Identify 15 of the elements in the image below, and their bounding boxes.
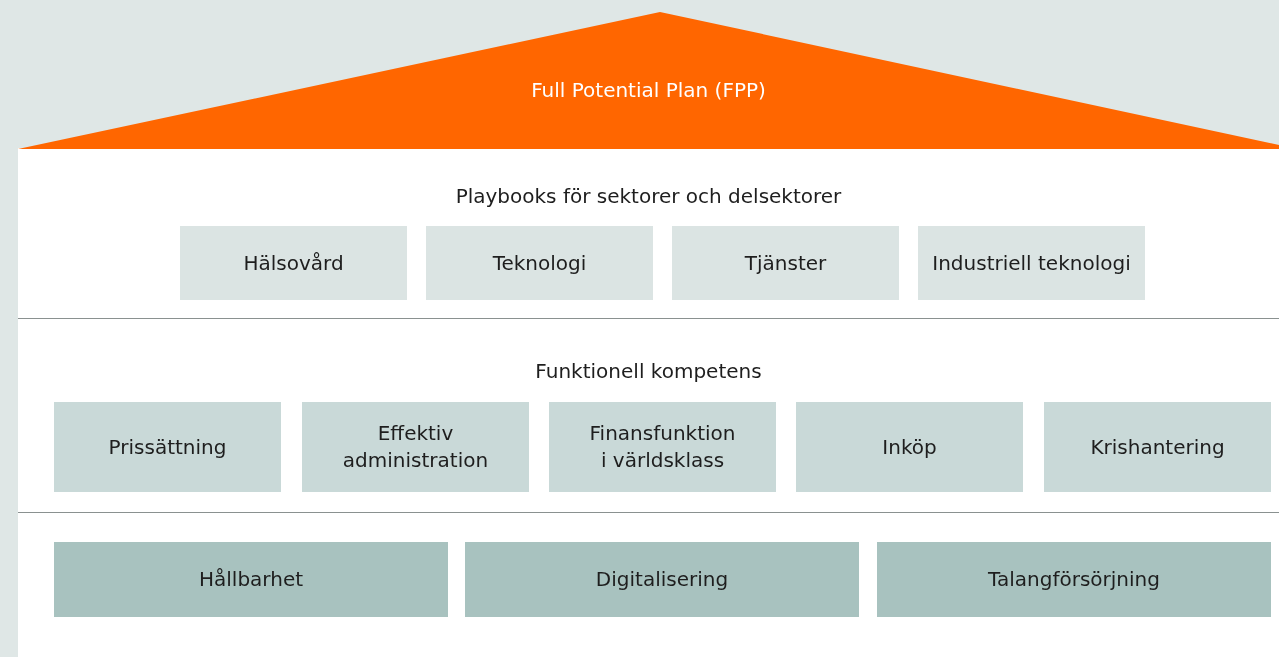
competence-box: Effektiv administration bbox=[302, 402, 529, 492]
competence-box: Krishantering bbox=[1044, 402, 1271, 492]
competence-box: Inköp bbox=[796, 402, 1023, 492]
foundation-box: Digitalisering bbox=[465, 542, 859, 617]
section-heading: Funktionell kompetens bbox=[534, 359, 763, 383]
section-heading: Playbooks för sektorer och delsektorer bbox=[454, 184, 843, 208]
sector-box: Hälsovård bbox=[180, 226, 407, 300]
sector-box: Teknologi bbox=[426, 226, 653, 300]
plan-title: Full Potential Plan (FPP) bbox=[530, 78, 767, 102]
competence-box: Prissättning bbox=[54, 402, 281, 492]
foundation-box: Talangförsörjning bbox=[877, 542, 1271, 617]
foundation-box: Hållbarhet bbox=[54, 542, 448, 617]
competence-box: Finansfunktion i världsklass bbox=[549, 402, 776, 492]
sector-box: Tjänster bbox=[672, 226, 899, 300]
sector-box: Industriell teknologi bbox=[918, 226, 1145, 300]
